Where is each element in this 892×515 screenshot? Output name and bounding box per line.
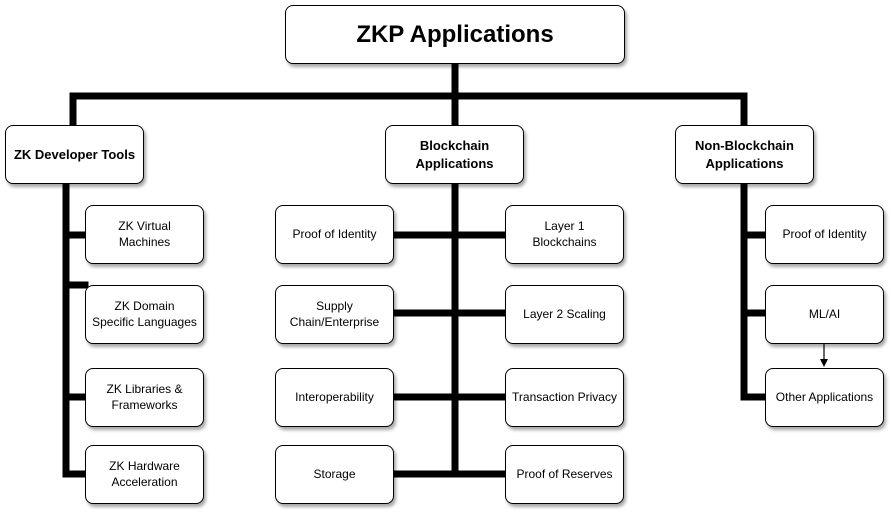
blockchain-left-item-label: Interoperability (295, 389, 374, 404)
blockchain-right-item: Proof of Reserves (505, 445, 624, 504)
non-blockchain-item-label: Proof of Identity (782, 226, 867, 241)
dev-tools-item: ZK Libraries & Frameworks (85, 368, 204, 427)
blockchain-right-item-label: Transaction Privacy (512, 389, 617, 404)
category-blockchain-label: Blockchain Applications (415, 137, 494, 171)
blockchain-left-item: Storage (275, 445, 394, 504)
dev-tools-item-label: ZK Hardware Acceleration (109, 458, 180, 489)
category-non-blockchain: Non-Blockchain Applications (675, 125, 814, 184)
root-node: ZKP Applications (285, 5, 625, 64)
non-blockchain-item: ML/AI (765, 285, 884, 344)
category-blockchain: Blockchain Applications (385, 125, 524, 184)
dev-tools-item-label: ZK Libraries & Frameworks (106, 381, 183, 412)
blockchain-left-item: Proof of Identity (275, 205, 394, 264)
blockchain-right-item-label: Layer 1 Blockchains (532, 218, 597, 249)
non-blockchain-item: Other Applications (765, 368, 884, 427)
non-blockchain-item: Proof of Identity (765, 205, 884, 264)
blockchain-right-item-label: Layer 2 Scaling (523, 306, 606, 321)
non-blockchain-item-label: Other Applications (775, 389, 874, 404)
dev-tools-item: ZK Hardware Acceleration (85, 445, 204, 504)
dev-tools-item-label: ZK Virtual Machines (118, 218, 171, 249)
blockchain-right-item: Layer 2 Scaling (505, 285, 624, 344)
blockchain-right-item: Layer 1 Blockchains (505, 205, 624, 264)
dev-tools-item: ZK Virtual Machines (85, 205, 204, 264)
blockchain-right-item-label: Proof of Reserves (516, 466, 613, 481)
dev-tools-item-label: ZK Domain Specific Languages (92, 298, 197, 329)
non-blockchain-item-label: ML/AI (808, 306, 841, 321)
blockchain-left-item-label: Supply Chain/Enterprise (289, 298, 380, 329)
arrow-head (820, 359, 828, 367)
blockchain-left-item-label: Proof of Identity (292, 226, 377, 241)
blockchain-left-item: Interoperability (275, 368, 394, 427)
category-dev-tools-label: ZK Developer Tools (13, 146, 136, 162)
dev-tools-item: ZK Domain Specific Languages (85, 285, 204, 344)
blockchain-left-item-label: Storage (313, 466, 356, 481)
category-dev-tools: ZK Developer Tools (5, 125, 144, 184)
category-non-blockchain-label: Non-Blockchain Applications (695, 137, 794, 171)
blockchain-left-item: Supply Chain/Enterprise (275, 285, 394, 344)
root-title: ZKP Applications (356, 20, 554, 48)
blockchain-right-item: Transaction Privacy (505, 368, 624, 427)
